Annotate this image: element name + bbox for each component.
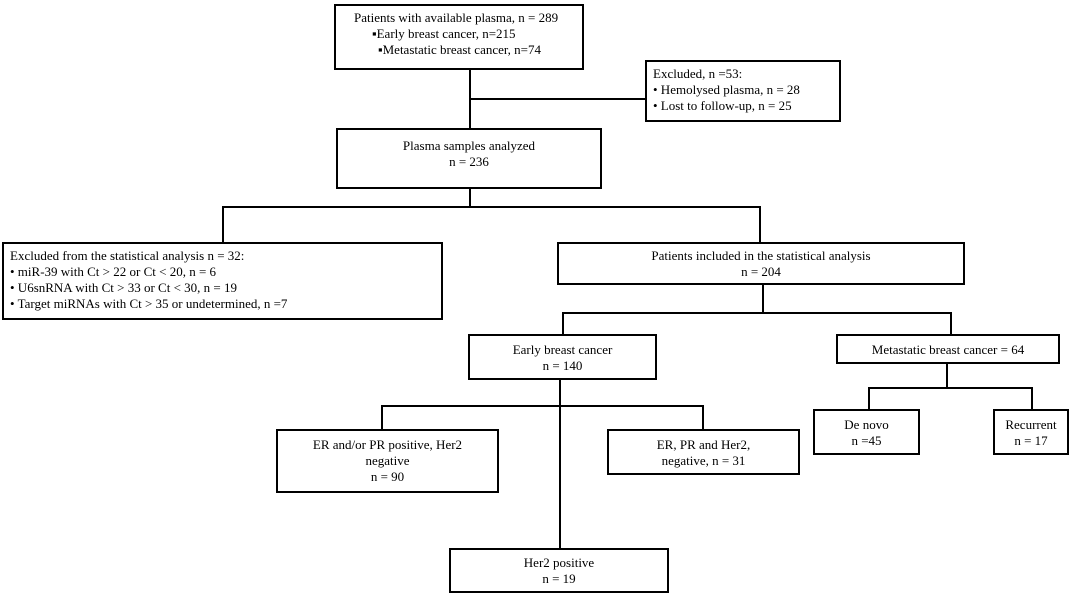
metastatic-breast-cancer-box: Metastatic breast cancer = 64	[836, 334, 1060, 364]
connector-line	[381, 405, 704, 407]
early-breast-cancer-item: ▪Early breast cancer, n=215	[372, 26, 516, 41]
patients-available-title: Patients with available plasma, n = 289	[354, 10, 559, 25]
connector-line	[702, 405, 704, 429]
lost-to-follow-up-item: • Lost to follow-up, n = 25	[653, 98, 792, 113]
er-pr-positive-line1: ER and/or PR positive, Her2	[312, 437, 463, 452]
her2-positive-title: Her2 positive	[523, 555, 595, 570]
hemolysed-plasma-item: • Hemolysed plasma, n = 28	[653, 82, 800, 97]
triple-negative-line1: ER, PR and Her2,	[656, 437, 751, 452]
her2-positive-box: Her2 positive n = 19	[449, 548, 669, 593]
patients-included-count: n = 204	[741, 264, 781, 279]
excluded-first-box: Excluded, n =53: • Hemolysed plasma, n =…	[645, 60, 841, 122]
connector-line	[469, 98, 645, 100]
triple-negative-box: ER, PR and Her2, negative, n = 31	[607, 429, 800, 475]
connector-line	[759, 206, 761, 242]
mir39-item: • miR-39 with Ct > 22 or Ct < 20, n = 6	[10, 264, 217, 279]
excluded-first-title: Excluded, n =53:	[653, 66, 743, 81]
plasma-samples-title: Plasma samples analyzed	[402, 138, 536, 153]
connector-line	[222, 206, 761, 208]
connector-line	[868, 387, 1033, 389]
connector-line	[946, 364, 948, 388]
her2-positive-count: n = 19	[542, 571, 576, 586]
connector-line	[1031, 387, 1033, 409]
plasma-samples-count: n = 236	[449, 154, 489, 169]
connector-line	[222, 206, 224, 242]
connector-line	[469, 189, 471, 207]
de-novo-count: n =45	[851, 433, 882, 448]
connector-line	[950, 312, 952, 334]
early-breast-cancer-box: Early breast cancer n = 140	[468, 334, 657, 380]
er-pr-positive-box: ER and/or PR positive, Her2 negative n =…	[276, 429, 499, 493]
excluded-stat-box: Excluded from the statistical analysis n…	[2, 242, 443, 320]
de-novo-title: De novo	[844, 417, 889, 432]
patients-available-box: Patients with available plasma, n = 289 …	[334, 4, 584, 70]
early-breast-cancer-title: Early breast cancer	[512, 342, 613, 357]
u6snrna-item: • U6snRNA with Ct > 33 or Ct < 30, n = 1…	[10, 280, 237, 295]
connector-line	[381, 405, 383, 429]
er-pr-positive-line2: negative	[365, 453, 410, 468]
recurrent-count: n = 17	[1014, 433, 1048, 448]
early-breast-cancer-count: n = 140	[542, 358, 583, 373]
target-mirnas-item: • Target miRNAs with Ct > 35 or undeterm…	[10, 296, 288, 311]
metastatic-breast-cancer-item: ▪Metastatic breast cancer, n=74	[378, 42, 542, 57]
er-pr-positive-count: n = 90	[370, 469, 405, 484]
connector-line	[559, 380, 561, 548]
excluded-stat-title: Excluded from the statistical analysis n…	[10, 248, 245, 263]
recurrent-title: Recurrent	[1005, 417, 1057, 432]
de-novo-box: De novo n =45	[813, 409, 920, 455]
connector-line	[868, 387, 870, 409]
patients-included-title: Patients included in the statistical ana…	[651, 248, 871, 263]
plasma-samples-box: Plasma samples analyzed n = 236	[336, 128, 602, 189]
patients-included-box: Patients included in the statistical ana…	[557, 242, 965, 285]
connector-line	[562, 312, 564, 334]
connector-line	[762, 285, 764, 313]
recurrent-box: Recurrent n = 17	[993, 409, 1069, 455]
metastatic-breast-cancer-title: Metastatic breast cancer = 64	[871, 342, 1025, 357]
connector-line	[562, 312, 952, 314]
triple-negative-line2: negative, n = 31	[661, 453, 746, 468]
